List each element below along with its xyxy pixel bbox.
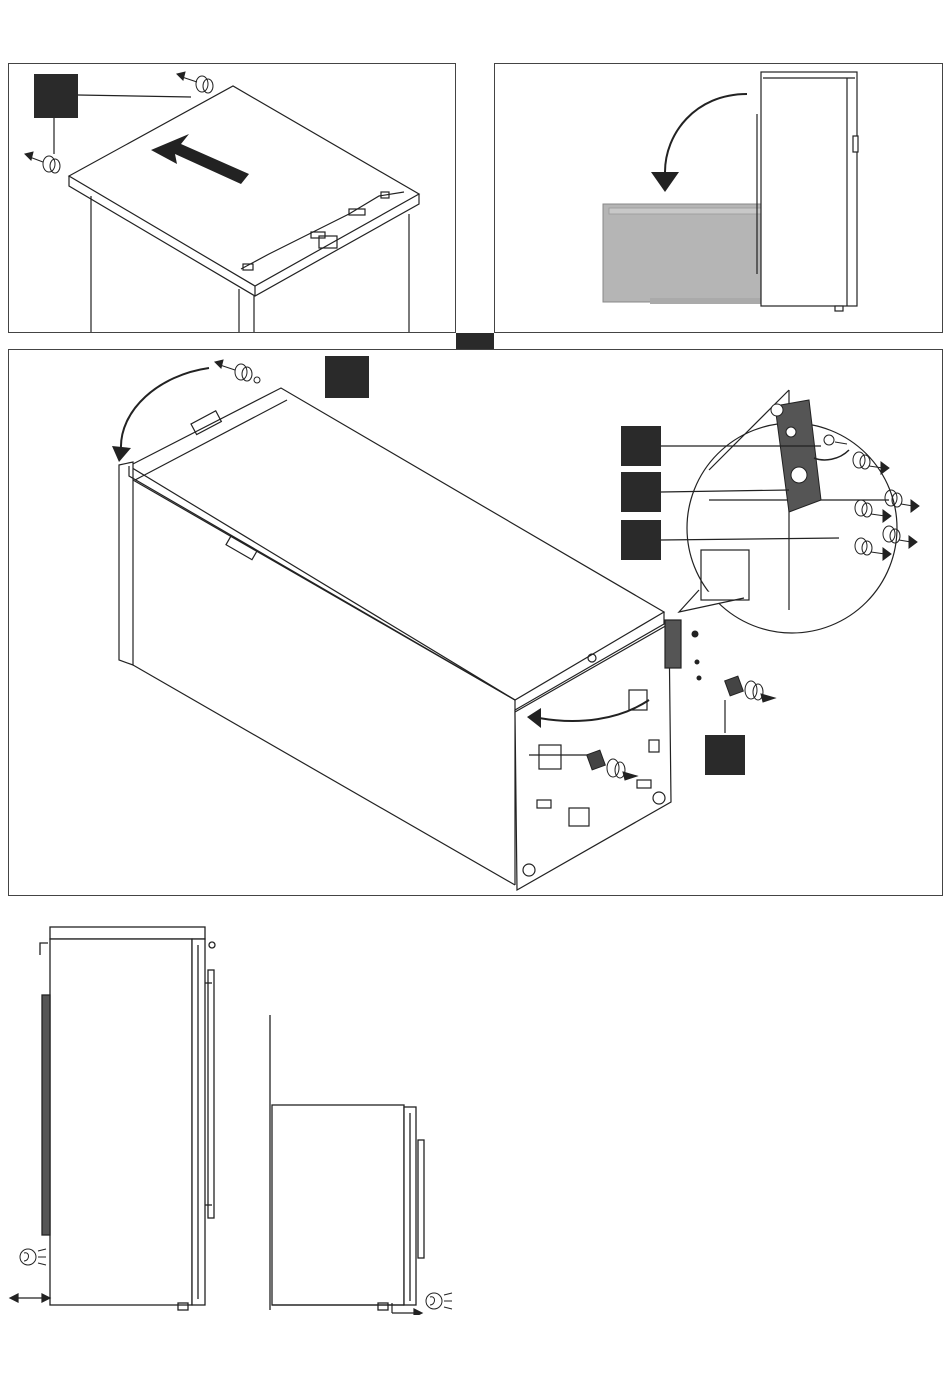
curved-arrow-icon [651, 172, 679, 192]
lay-down-drawing [495, 64, 943, 333]
screw-remove-icon [25, 152, 60, 173]
curved-arrow-icon [112, 446, 131, 462]
curved-arrow-icon [665, 94, 747, 172]
screw-remove-icon [215, 360, 260, 383]
clearance-drawing [0, 915, 480, 1315]
panel-step-lay-down [494, 63, 943, 333]
top-cover-drawing [9, 64, 456, 333]
panel-step-remove-hinge [8, 349, 943, 896]
panel-step-clearance [0, 915, 480, 1315]
screw-remove-icon [177, 72, 213, 93]
panel-step-remove-top [8, 63, 456, 333]
hinge-removal-drawing [9, 350, 943, 896]
divider-tab [456, 333, 494, 349]
